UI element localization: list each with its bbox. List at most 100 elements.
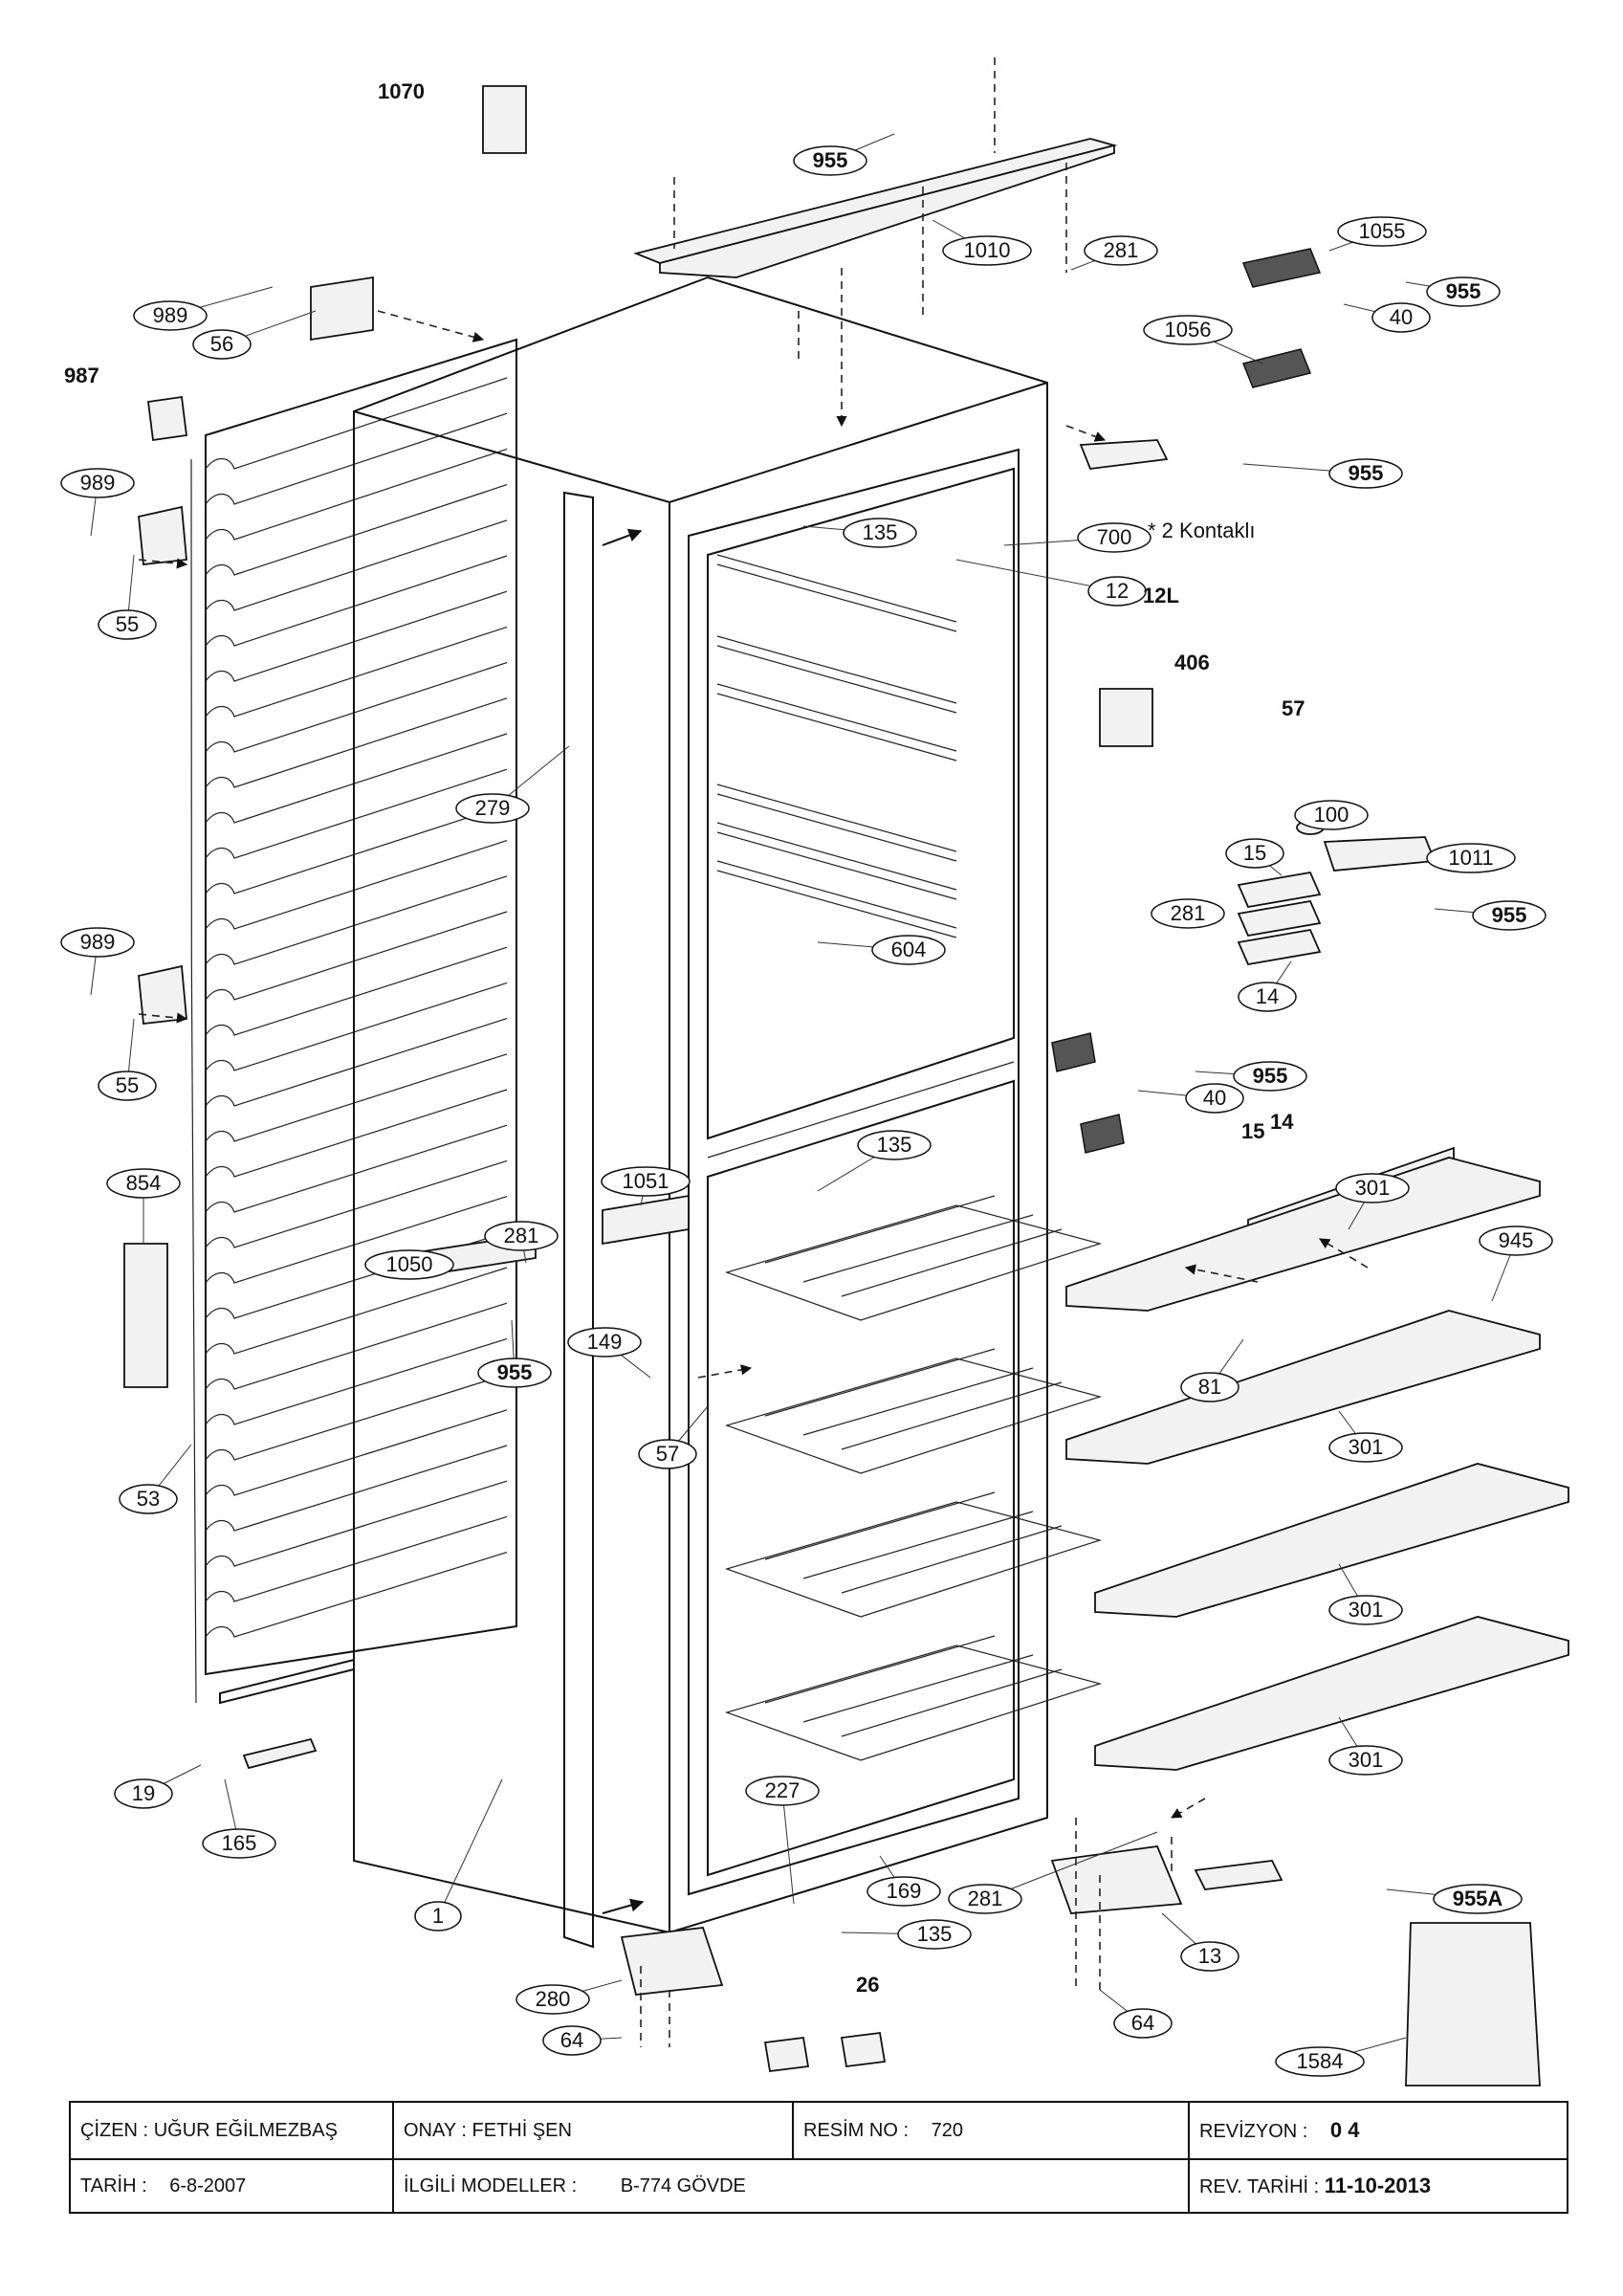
callout-number: 40 [1203, 1086, 1226, 1110]
callout-227: 227 [745, 1776, 820, 1905]
label-406: 406 [1174, 651, 1210, 674]
coil-tube [205, 1053, 508, 1142]
coil-tube [205, 555, 508, 647]
coil-tube [205, 484, 508, 576]
label-12L: 12L [1143, 584, 1179, 607]
callout-number: 135 [917, 1922, 953, 1946]
callout-169: 169 [866, 1855, 941, 1907]
callout-bubble [1077, 522, 1151, 553]
label-987: 987 [64, 364, 99, 387]
callout-number: 1055 [1359, 219, 1406, 243]
revision-date-label: REV. TARİHİ : [1199, 2176, 1320, 2197]
coil-tube [205, 1515, 508, 1602]
coil-tube [205, 519, 508, 611]
drawing-number-label: RESİM NO : [803, 2120, 910, 2141]
callout-955-left: 955 [477, 1319, 552, 1388]
callout-1055: 1055 [1328, 216, 1427, 252]
evaporator-wire-shelves [725, 1195, 1103, 1761]
callout-bubble [1084, 235, 1158, 266]
callout-bubble [60, 927, 135, 958]
callout-number: 955 [497, 1360, 533, 1384]
coil-tube [205, 804, 508, 894]
callout-number: 1050 [386, 1252, 433, 1276]
coil-tube [205, 1480, 508, 1567]
callout-number: 955 [1446, 279, 1481, 303]
coil-tube [205, 1124, 508, 1213]
callout-64-right: 64 [1099, 1989, 1173, 2039]
callout-281-mid: 281 [1151, 898, 1225, 929]
callout-bubble [1185, 1083, 1244, 1114]
callout-1: 1 [414, 1778, 503, 1932]
callout-955-hinge1: 955 [1405, 276, 1501, 307]
drawn-by-cell: ÇİZEN : UĞUR EĞİLMEZBAŞ [71, 2103, 394, 2158]
callout-53: 53 [119, 1444, 192, 1514]
callout-number: 955 [1253, 1064, 1288, 1088]
callout-55-top: 55 [98, 554, 157, 640]
callout-number: 700 [1097, 525, 1132, 549]
callout-301-d: 301 [1328, 1716, 1403, 1776]
callout-bubble [948, 1884, 1022, 1914]
callout-279: 279 [455, 745, 570, 824]
date-label: TARİH : [80, 2175, 147, 2197]
revision-cell: REVİZYON : 0 4 [1190, 2103, 1567, 2158]
callout-281-top: 281 [1070, 235, 1158, 271]
drawing-number-cell: RESİM NO : 720 [794, 2103, 1190, 2158]
callout-number: 15 [1243, 841, 1266, 865]
callout-number: 165 [222, 1831, 257, 1855]
door-bins [1065, 1157, 1569, 1771]
coil-tube [205, 377, 508, 470]
callout-number: 149 [587, 1330, 623, 1354]
callout-bubble [745, 1776, 820, 1806]
callout-56: 56 [192, 310, 317, 360]
leader-line [437, 1778, 503, 1917]
callout-81: 81 [1180, 1338, 1244, 1402]
callout-bubble [1335, 1173, 1410, 1203]
fridge-shelf-rails [716, 554, 957, 938]
callout-301-a: 301 [1335, 1173, 1410, 1230]
callout-number: 301 [1349, 1748, 1384, 1772]
title-block: ÇİZEN : UĞUR EĞİLMEZBAŞ ONAY : FETHİ ŞEN… [69, 2101, 1568, 2214]
callout-bubble [1143, 315, 1233, 345]
related-models-cell: İLGİLİ MODELLER : B-774 GÖVDE [394, 2158, 1190, 2214]
coil-tube [205, 1409, 508, 1496]
callout-bubble [1238, 982, 1297, 1012]
callout-number: 13 [1198, 1944, 1221, 1968]
related-models-value: B-774 GÖVDE [620, 2175, 746, 2197]
callout-bubble [202, 1828, 276, 1859]
callout-number: 989 [80, 471, 116, 495]
revision-label: REVİZYON : [1199, 2121, 1308, 2142]
callout-bubble [1426, 843, 1516, 873]
callout-number: 14 [1256, 984, 1279, 1008]
callout-bubble [1180, 1372, 1239, 1402]
callout-number: 281 [1104, 238, 1139, 262]
callout-281-bot: 281 [948, 1831, 1158, 1914]
cabinet-body [353, 276, 1048, 1949]
callout-14-top: 14 [1238, 960, 1297, 1012]
callout-number: 301 [1349, 1435, 1384, 1459]
callout-number: 604 [891, 938, 927, 961]
label-26: 26 [856, 1973, 879, 1997]
drawing-number-value: 720 [931, 2120, 963, 2141]
callout-number: 135 [863, 520, 898, 544]
callout-bubble [1328, 1595, 1403, 1625]
callout-bubble [1328, 458, 1403, 489]
callout-bubble [364, 1249, 454, 1280]
callout-number: 40 [1390, 305, 1413, 329]
callout-989-top: 989 [133, 286, 274, 331]
callout-bubble [60, 468, 135, 498]
callout-854: 854 [106, 1168, 181, 1244]
callout-bubble [793, 145, 867, 176]
callout-number: 989 [80, 930, 116, 954]
coil-tube [205, 662, 508, 753]
approved-by-value: FETHİ ŞEN [472, 2120, 572, 2141]
coil-tube [205, 412, 508, 505]
label-kontakli-note: * 2 Kontaklı [1148, 519, 1256, 542]
callout-bubble [638, 1439, 697, 1469]
callout-955-top: 955 [793, 133, 895, 176]
coil-tube [205, 1231, 508, 1319]
callout-number: 135 [877, 1133, 912, 1157]
callout-bubble [455, 793, 530, 824]
callout-13: 13 [1161, 1912, 1239, 1972]
callout-bubble [567, 1327, 642, 1358]
coil-tube [205, 1552, 508, 1638]
